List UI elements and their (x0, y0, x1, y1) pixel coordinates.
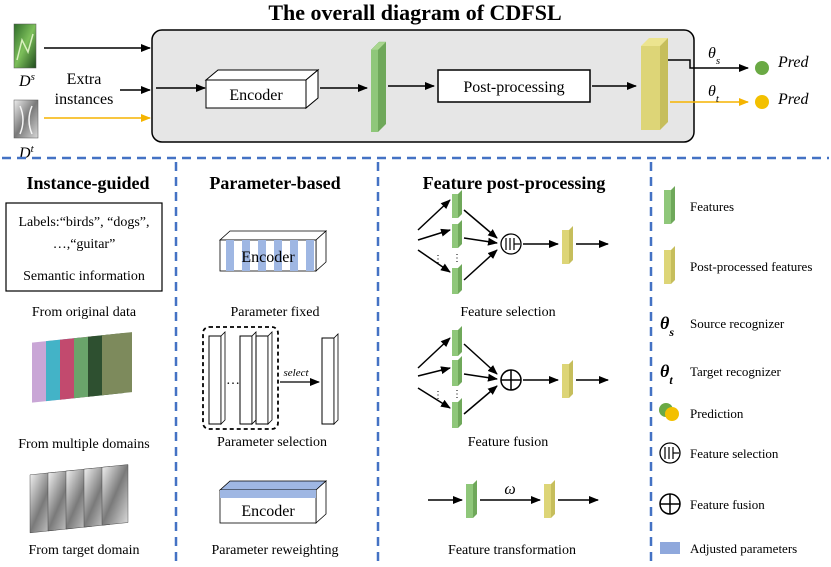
ds-label: Ds (18, 71, 35, 90)
pred-label-1: Pred (777, 54, 810, 71)
selection-layers (208, 331, 273, 425)
instance-heading: Instance-guided (26, 173, 149, 193)
target-domain-image (13, 99, 39, 139)
post-processing-label: Post-processing (463, 79, 564, 96)
caption-parameter-fixed: Parameter fixed (230, 305, 319, 320)
source-output-arrow (668, 59, 749, 72)
feature-fusion-diagram: ⋮ ⋮ (417, 326, 609, 428)
source-prediction-dot (755, 61, 769, 75)
feature-fusion-icon (659, 493, 681, 515)
select-label: select (283, 367, 309, 379)
legend-features-icon (664, 186, 675, 224)
source-domain-image (13, 23, 37, 69)
semantic-info: Semantic information (23, 269, 145, 284)
legend-theta-s: θs (660, 313, 674, 339)
feature-selection-icon (659, 442, 681, 464)
legend-prediction: Prediction (690, 406, 744, 421)
target-domain-images (29, 464, 129, 534)
omega-label: ω (504, 481, 515, 498)
feature-heading: Feature post-processing (423, 173, 606, 193)
selection-dashed-box (202, 326, 279, 430)
legend-post-icon (664, 246, 675, 284)
adjusted-params-swatch (660, 542, 680, 554)
encoder-fixed-label: Encoder (241, 249, 295, 266)
encoder-reweight-label: Encoder (241, 503, 295, 520)
caption-feature-fusion: Feature fusion (468, 435, 548, 450)
parameter-heading: Parameter-based (209, 173, 340, 193)
theta-s-label: θs (708, 45, 720, 67)
legend-theta-t: θt (660, 361, 673, 387)
extra-label-line1: Extra (67, 71, 102, 88)
page-title: The overall diagram of CDFSL (268, 0, 561, 25)
caption-feature-selection: Feature selection (460, 305, 555, 320)
caption-parameter-selection: Parameter selection (217, 435, 327, 450)
labels-line2: …,“guitar” (53, 237, 116, 252)
feature-selection-diagram: ⋮ ⋮ (417, 190, 609, 294)
selected-layer (321, 333, 339, 425)
svg-text:⋮: ⋮ (452, 389, 462, 400)
legend-features: Features (690, 199, 734, 214)
theta-t-label: θt (708, 83, 720, 105)
pred-label-2: Pred (777, 91, 810, 108)
multi-domain-images (32, 332, 132, 403)
target-prediction-dot (755, 95, 769, 109)
post-processed-slab (641, 38, 668, 130)
encoder-label: Encoder (229, 87, 283, 104)
feature-slab (370, 41, 387, 132)
legend-post: Post-processed features (690, 259, 812, 274)
caption-multiple-domains: From multiple domains (18, 437, 149, 452)
labels-line1: Labels:“birds”, “dogs”, (18, 215, 149, 230)
caption-parameter-reweighting: Parameter reweighting (211, 543, 338, 558)
feature-transformation-diagram (428, 480, 599, 518)
legend-fsel: Feature selection (690, 446, 779, 461)
legend-source: Source recognizer (690, 316, 785, 331)
svg-text:⋮: ⋮ (452, 253, 462, 264)
post-processing-block (437, 69, 591, 103)
caption-original-data: From original data (32, 305, 137, 320)
encoder-block (204, 68, 320, 110)
encoder-fixed-block (218, 230, 328, 272)
legend-ffus: Feature fusion (690, 497, 765, 512)
legend-target: Target recognizer (690, 364, 782, 379)
labels-box (5, 202, 163, 292)
legend-prediction-icon (659, 403, 679, 421)
extra-label-line2: instances (55, 91, 114, 108)
caption-target-domain: From target domain (29, 543, 140, 558)
caption-feature-transformation: Feature transformation (448, 543, 576, 558)
svg-text:⋮: ⋮ (433, 254, 443, 265)
encoder-reweight-block (218, 480, 328, 524)
svg-text:⋮: ⋮ (433, 390, 443, 401)
selection-dots: … (226, 373, 240, 388)
legend-adjusted: Adjusted parameters (690, 541, 797, 556)
